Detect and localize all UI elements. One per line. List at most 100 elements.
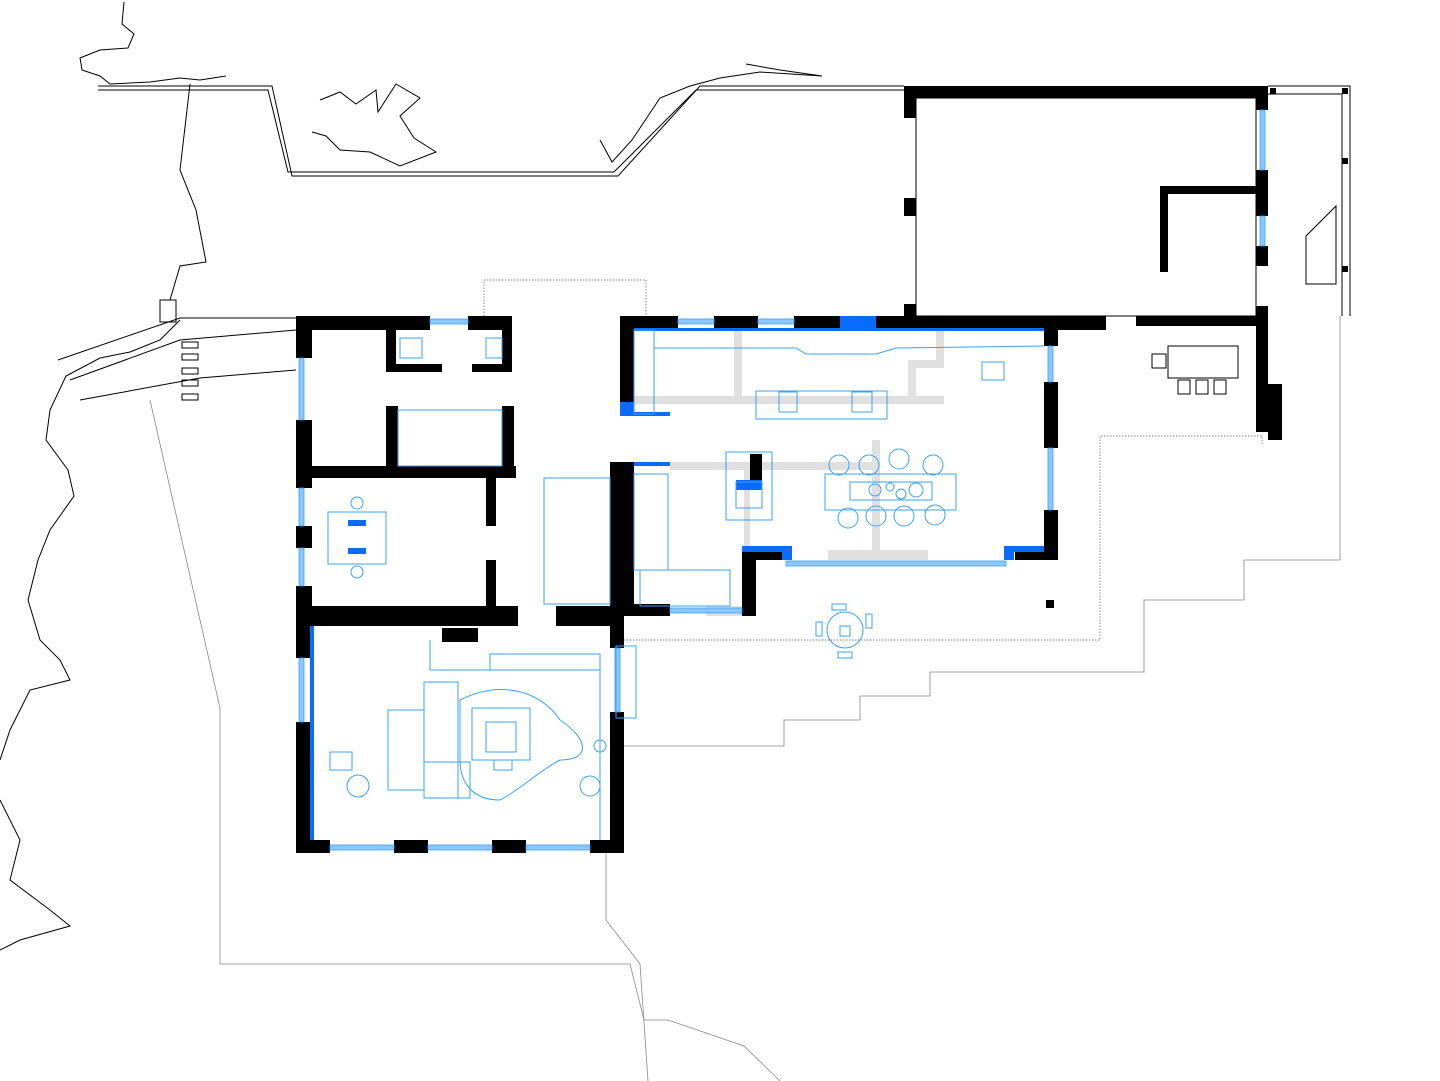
wall-segment	[1342, 88, 1348, 94]
wall-segment	[590, 840, 624, 853]
window	[329, 844, 395, 851]
window	[614, 647, 621, 713]
window	[1259, 109, 1266, 171]
wall-segment	[556, 606, 624, 626]
chair-or-plant-icon	[893, 505, 915, 527]
wall-finishes	[310, 316, 1044, 840]
ceiling-beam	[936, 330, 944, 368]
furniture-item	[489, 653, 601, 671]
wall-segment	[750, 454, 762, 488]
chair-or-plant-icon	[868, 483, 882, 497]
window	[429, 318, 469, 325]
window	[785, 560, 1007, 567]
window	[757, 318, 795, 325]
furniture-item	[327, 511, 387, 565]
ceiling-beam	[908, 360, 942, 368]
wall-segment	[386, 326, 396, 370]
furniture-item	[778, 391, 798, 413]
wall-segment	[1160, 186, 1258, 194]
chair-or-plant-icon	[908, 482, 924, 498]
furniture-item	[725, 451, 773, 521]
site-boundary	[0, 1, 1351, 1081]
chair-or-plant-icon	[895, 488, 907, 500]
chair-or-plant-icon	[350, 565, 364, 579]
site-feature	[181, 379, 199, 387]
wall-segment	[296, 606, 518, 626]
wall-segment	[296, 316, 430, 330]
site-feature	[159, 299, 177, 323]
wall-segment	[1160, 186, 1168, 272]
furniture-item	[543, 477, 611, 605]
furniture-item	[831, 603, 847, 611]
furniture-item	[849, 481, 933, 501]
wall-segment	[1044, 382, 1058, 448]
wall-segment	[386, 406, 398, 472]
wall-segment	[468, 316, 512, 330]
windows	[298, 109, 1266, 851]
wall-segment	[904, 304, 916, 318]
walls	[296, 86, 1348, 853]
wall-segment	[1046, 600, 1054, 608]
desk-monitor	[348, 548, 366, 554]
window	[298, 487, 305, 527]
chair-or-plant-icon	[922, 454, 944, 476]
chair-or-plant-icon	[858, 454, 880, 476]
wall-segment	[1256, 246, 1268, 266]
wall-finish	[840, 316, 876, 330]
wall-segment	[904, 86, 1268, 98]
furniture-item	[755, 390, 888, 420]
wall-segment	[1256, 86, 1268, 110]
window	[1047, 447, 1054, 511]
ceiling-beam	[734, 330, 742, 402]
wall-finish	[634, 462, 670, 466]
furniture-item	[633, 473, 669, 571]
chair-or-plant-icon	[593, 739, 607, 753]
furniture-item	[865, 613, 873, 629]
wall-segment	[502, 406, 514, 472]
wall-segment	[1256, 306, 1268, 432]
chairs	[346, 448, 946, 798]
wall-segment	[310, 466, 516, 478]
chair-or-plant-icon	[888, 448, 910, 470]
wall-segment	[714, 316, 758, 330]
furniture-item	[387, 709, 425, 791]
furniture-item	[493, 759, 513, 771]
wall-segment	[492, 840, 526, 853]
furniture-item	[837, 651, 853, 659]
window	[298, 657, 305, 723]
furniture-item	[815, 621, 823, 637]
wall-segment	[620, 316, 678, 330]
furniture-item	[615, 645, 637, 719]
chair-or-plant-icon	[865, 505, 887, 527]
chair-or-plant-icon	[350, 496, 364, 510]
ceiling-beam	[908, 360, 916, 400]
wall-segment	[1342, 158, 1348, 164]
furniture	[327, 329, 1045, 840]
wall-segment	[486, 478, 496, 526]
desk-monitor	[348, 520, 366, 526]
wall-segment	[904, 198, 916, 216]
chair-or-plant-icon	[885, 482, 895, 492]
furniture-item	[639, 569, 731, 607]
wall-segment	[296, 840, 330, 853]
ceiling-beam	[828, 550, 928, 560]
chair-or-plant-icon	[346, 774, 370, 798]
living-rug	[459, 689, 583, 801]
wall-segment	[1342, 266, 1348, 272]
site-feature	[181, 341, 199, 349]
wall-segment	[296, 722, 312, 853]
wall-segment	[794, 316, 840, 330]
wall-segment	[394, 840, 428, 853]
furniture-item	[397, 409, 503, 467]
furniture-item	[851, 391, 873, 413]
wall-segment	[386, 364, 442, 372]
window	[669, 607, 743, 614]
furniture-item	[423, 681, 459, 799]
furniture-item	[633, 329, 655, 415]
wall-finish	[782, 546, 792, 560]
furniture-item	[329, 751, 353, 771]
wall-segment	[1256, 170, 1268, 216]
chair-or-plant-icon	[828, 454, 850, 476]
wall-segment	[876, 316, 1106, 330]
site-feature	[1195, 379, 1209, 395]
